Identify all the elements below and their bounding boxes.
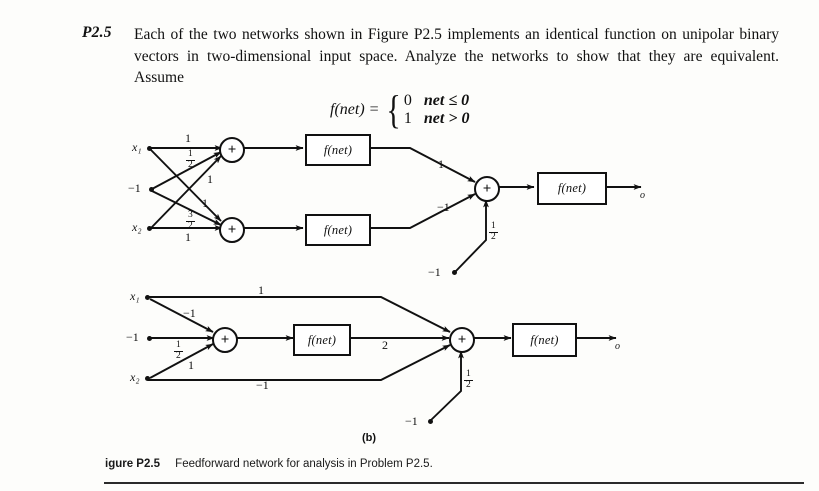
weight-bias-sum: 1 2 [174, 340, 183, 361]
weight-bias-out: 1 2 [489, 221, 498, 242]
sum-node-2: + [219, 217, 245, 243]
formula-case-1-value: 0 [403, 92, 412, 109]
figure-caption-lead: igure P2.5 [105, 458, 160, 470]
weight-bias-sum-numerator: 1 [176, 340, 181, 350]
output-bias-label: −1 [405, 414, 418, 428]
input-bias-node [149, 187, 154, 192]
formula-brace: { [386, 87, 401, 132]
input-x2-node [147, 226, 152, 231]
weight-f2-out: −1 [437, 200, 450, 214]
weight-x1-sum: −1 [183, 306, 196, 320]
activation-box: f(net) [293, 324, 351, 356]
weight-bias-sum-denominator: 2 [174, 350, 183, 361]
weight-x1-sum1: 1 [185, 131, 191, 145]
activation-box-2: f(net) [305, 214, 371, 246]
input-x2-node [145, 376, 150, 381]
output-label: o [615, 341, 620, 352]
weight-bias-out-denominator: 2 [464, 379, 473, 390]
sum-node-1: + [219, 137, 245, 163]
input-x1-label: x₁ [132, 140, 142, 154]
input-x1-node [147, 146, 152, 151]
input-x1-node [145, 295, 150, 300]
input-x2-label: x₂ [130, 370, 140, 384]
formula-case-2-value: 1 [403, 110, 412, 127]
formula-case-2-condition: net > 0 [423, 110, 470, 127]
weight-x1-bypass: 1 [258, 283, 264, 297]
formula-equals: = [369, 101, 379, 118]
weight-bias-out-denominator: 2 [489, 231, 498, 242]
input-bias-label: −1 [126, 330, 139, 344]
weight-x2-sum2: 1 [185, 230, 191, 244]
formula-lhs: f(net) [330, 101, 365, 118]
weight-x2-bypass: −1 [256, 378, 269, 392]
weight-bias-out: 1 2 [464, 369, 473, 390]
figure-caption: igure P2.5 Feedforward network for analy… [105, 458, 433, 470]
output-bias-node [428, 419, 433, 424]
formula-case-1-condition: net ≤ 0 [423, 92, 470, 109]
output-label: o [640, 190, 645, 201]
weight-bias-sum2-denominator: 2 [186, 220, 195, 231]
weight-f-out: 2 [382, 338, 388, 352]
output-sum-node: + [474, 176, 500, 202]
weight-bias-sum2: 3 2 [186, 210, 195, 231]
activation-box-1: f(net) [305, 134, 371, 166]
output-activation-box: f(net) [537, 172, 607, 205]
subfigure-label: (b) [362, 432, 377, 444]
weight-f1-out: 1 [438, 157, 444, 171]
weight-bias-sum1-numerator: 1 [188, 149, 193, 159]
input-x2-label: x₂ [132, 220, 142, 234]
input-x1-label: x₁ [130, 289, 140, 303]
weight-bias-sum1-denominator: 2 [186, 159, 195, 170]
figure-caption-text: Feedforward network for analysis in Prob… [175, 458, 433, 470]
weight-x2-sum: 1 [188, 358, 194, 372]
output-sum-node: + [449, 327, 475, 353]
weight-x2-sum1: 1 [207, 172, 213, 186]
output-bias-label: −1 [428, 265, 441, 279]
output-activation-box: f(net) [512, 323, 577, 357]
output-bias-node [452, 270, 457, 275]
weight-bias-sum2-numerator: 3 [188, 210, 193, 220]
formula-cases: 0 net ≤ 0 1 net > 0 [404, 92, 470, 128]
input-bias-label: −1 [128, 181, 141, 195]
weight-bias-out-numerator: 1 [466, 369, 471, 379]
formula-case-2: 1 net > 0 [404, 110, 470, 128]
problem-number: P2.5 [82, 24, 112, 41]
problem-text: Each of the two networks shown in Figure… [134, 26, 779, 86]
weight-bias-sum1: 1 2 [186, 149, 195, 170]
weight-x1-sum2: 1 [202, 196, 208, 210]
weight-bias-out-numerator: 1 [491, 221, 496, 231]
formula-case-1: 0 net ≤ 0 [404, 92, 470, 110]
sum-node: + [212, 327, 238, 353]
activation-function-formula: f(net) = { 0 net ≤ 0 1 net > 0 [330, 87, 470, 132]
footer-rule [104, 482, 804, 484]
input-bias-node [147, 336, 152, 341]
